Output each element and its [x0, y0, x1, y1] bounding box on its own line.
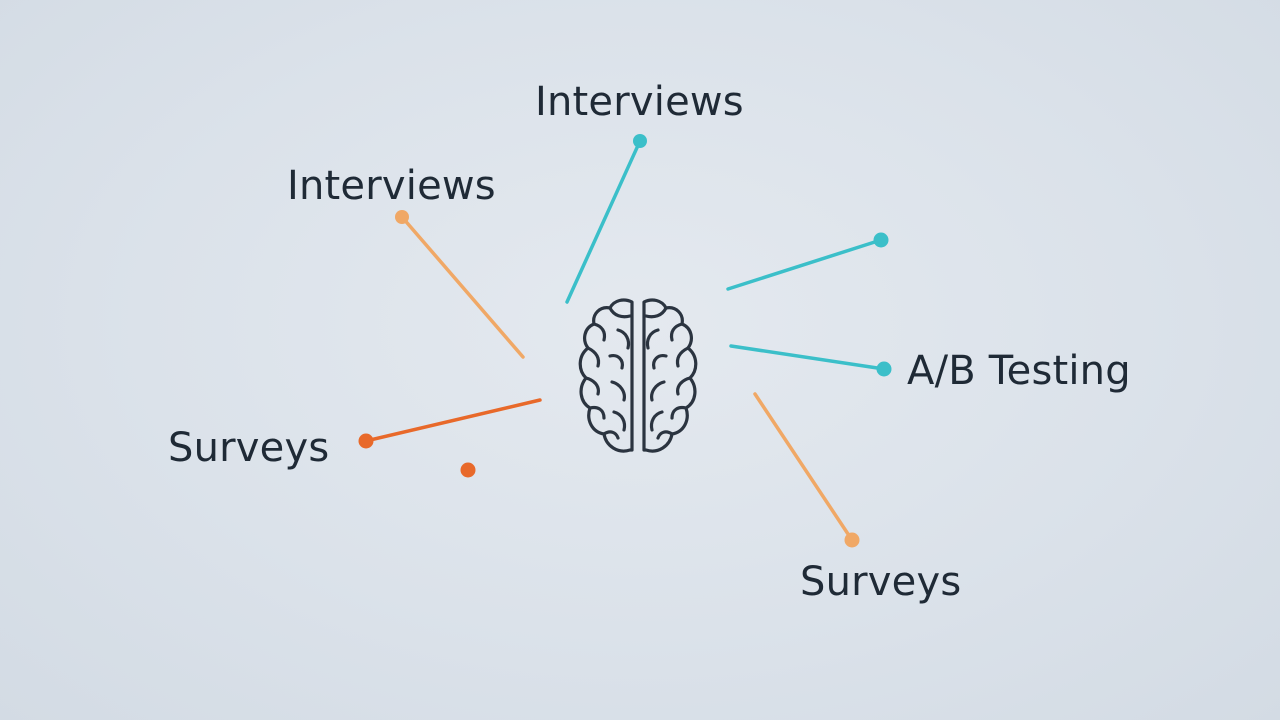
node-dot-interviews-left [395, 210, 409, 224]
connector-interviews-left [400, 215, 525, 359]
node-dot-upper-right [873, 232, 889, 248]
connector-ab-testing [729, 344, 886, 371]
label-surveys-left: Surveys [168, 425, 330, 471]
connector-upper-right [726, 238, 883, 291]
node-dot-surveys-bottom [844, 532, 860, 548]
brain-icon [578, 298, 698, 453]
connector-surveys-left [364, 398, 542, 443]
label-interviews-left: Interviews [287, 163, 496, 209]
connector-surveys-bottom [753, 392, 854, 542]
node-dot-surveys-left [358, 433, 374, 449]
connector-interviews-top [565, 139, 642, 304]
node-dot-ab-testing [876, 361, 892, 377]
node-dot-isolated [460, 462, 476, 478]
node-dot-interviews-top [633, 134, 647, 148]
label-surveys-bottom: Surveys [800, 559, 962, 605]
label-interviews-top: Interviews [535, 79, 744, 125]
label-ab-testing: A/B Testing [907, 348, 1131, 394]
